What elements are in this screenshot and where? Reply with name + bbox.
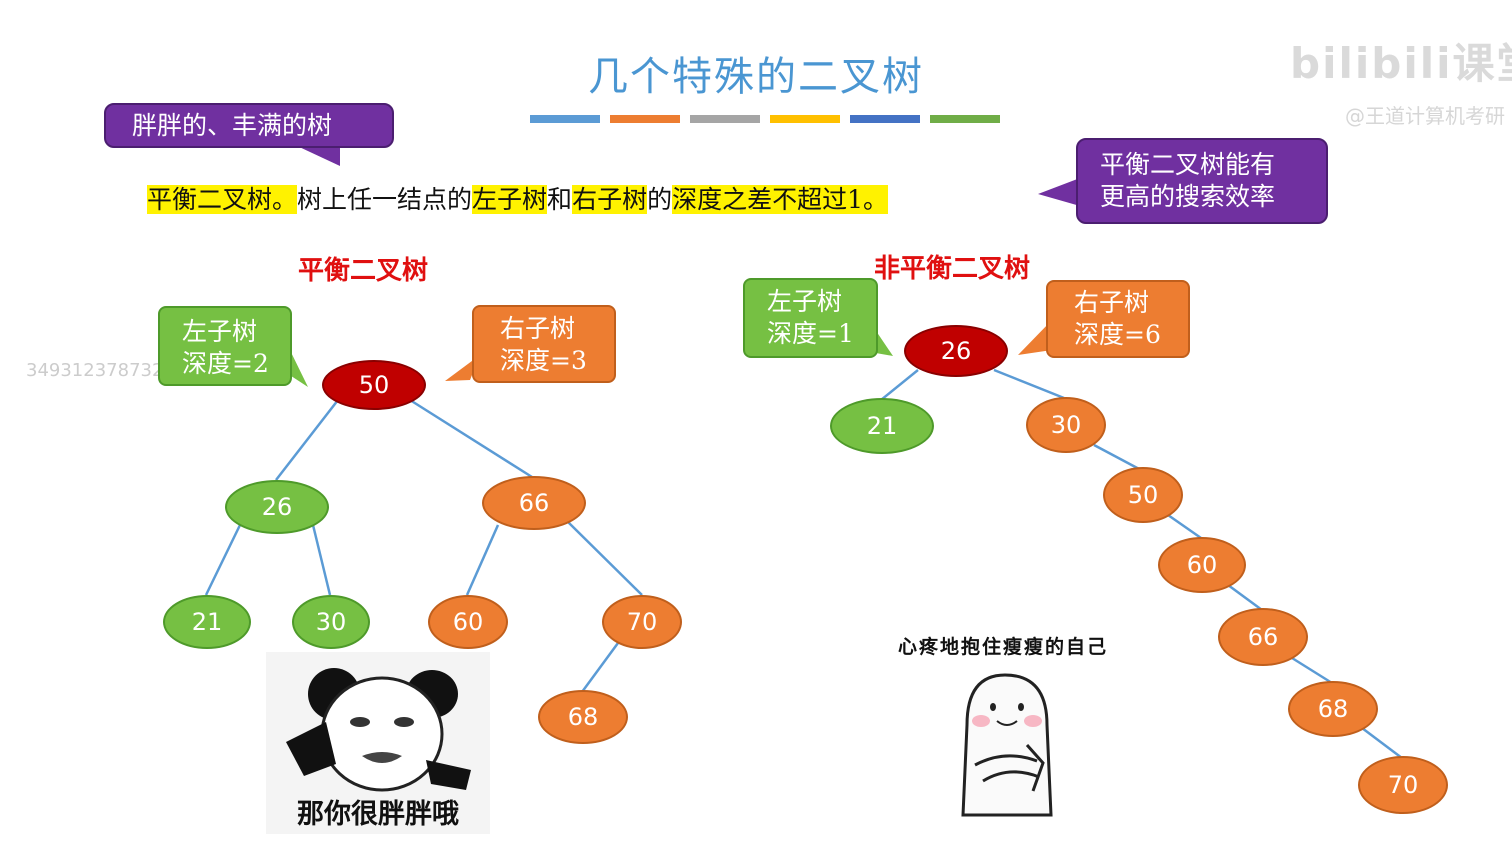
color-bar-5	[850, 115, 920, 123]
callout-tail-left	[295, 145, 340, 166]
balanced-node-60: 60	[428, 595, 508, 649]
color-bar-6	[930, 115, 1000, 123]
meme-hug-caption: 心疼地抱住瘦瘦的自己	[898, 636, 1109, 658]
callout-efficiency-line2: 更高的搜索效率	[1100, 182, 1276, 211]
edge-60-66	[1227, 583, 1263, 612]
edge-26-30	[311, 524, 332, 596]
edge-50-26	[275, 399, 339, 481]
balanced-node-21: 21	[163, 595, 251, 649]
unbalanced-node-root: 26	[904, 325, 1008, 377]
balanced-left-depth-line2: 深度=2	[182, 349, 269, 378]
page-title: 几个特殊的二叉树	[588, 54, 924, 100]
balanced-node-26: 26	[225, 480, 329, 534]
unbalanced-tree-label: 非平衡二叉树	[874, 254, 1031, 284]
watermark-brand: bilibili课堂	[1290, 39, 1512, 88]
panda-face-icon	[286, 668, 471, 792]
color-bar-3	[690, 115, 760, 123]
edge-50-66	[409, 398, 533, 479]
edge-70-68	[580, 642, 620, 693]
edge-26-21-u	[880, 369, 919, 401]
color-bar-4	[770, 115, 840, 123]
def-term: 平衡二叉树。	[147, 185, 298, 214]
balanced-right-depth-line2: 深度=3	[500, 346, 587, 375]
balanced-node-68: 68	[538, 690, 628, 744]
edge-66-60	[465, 524, 500, 596]
callout-chubby-tree: 胖胖的、丰满的树	[104, 103, 394, 148]
tail-right-depth-unbalanced	[1018, 320, 1052, 355]
color-bar-1	[530, 115, 600, 123]
hugging-ghost-icon	[961, 673, 1053, 817]
def-and: 和	[547, 185, 573, 214]
def-left-subtree: 左子树	[472, 185, 548, 214]
unbalanced-left-depth-line2: 深度=1	[767, 319, 854, 348]
edge-66-70	[567, 521, 643, 596]
callout-search-efficiency: 平衡二叉树能有 更高的搜索效率	[1076, 138, 1328, 224]
balanced-node-30: 30	[292, 595, 370, 649]
balanced-left-depth-box: 左子树 深度=2	[158, 306, 292, 386]
unbalanced-right-depth-line2: 深度=6	[1074, 320, 1161, 349]
callout-efficiency-line1: 平衡二叉树能有	[1100, 150, 1276, 179]
meme-hug	[905, 665, 1105, 825]
def-text-1: 树上任一结点的	[297, 185, 473, 214]
balanced-left-depth-line1: 左子树	[182, 317, 258, 346]
unbalanced-node-30: 30	[1026, 397, 1106, 453]
callout-tail-right	[1038, 178, 1080, 206]
edge-66-68	[1291, 656, 1333, 685]
unbalanced-left-depth-box: 左子树 深度=1	[743, 278, 878, 358]
balanced-node-70: 70	[602, 595, 682, 649]
def-right-subtree: 右子树	[572, 185, 648, 214]
balanced-node-66: 66	[482, 476, 586, 530]
unbalanced-node-66: 66	[1218, 608, 1308, 666]
unbalanced-node-21: 21	[830, 398, 934, 454]
unbalanced-node-60: 60	[1158, 537, 1246, 593]
unbalanced-node-70: 70	[1358, 756, 1448, 814]
balanced-tree-label: 平衡二叉树	[298, 256, 429, 286]
unbalanced-right-depth-line1: 右子树	[1074, 288, 1150, 317]
meme-panda-caption: 那你很胖胖哦	[297, 799, 459, 830]
edge-26-21	[204, 524, 242, 596]
edge-50-60	[1167, 513, 1202, 540]
balanced-right-depth-line1: 右子树	[500, 314, 576, 343]
unbalanced-right-depth-box: 右子树 深度=6	[1046, 280, 1190, 358]
watermark-sub: @王道计算机考研	[1345, 104, 1505, 128]
balanced-node-root: 50	[322, 360, 426, 410]
def-depth-diff: 深度之差不超过1。	[672, 185, 889, 214]
def-of: 的	[647, 185, 673, 214]
balanced-tree-definition: 平衡二叉树。树上任一结点的左子树和右子树的深度之差不超过1。	[147, 180, 889, 216]
callout-chubby-tree-text: 胖胖的、丰满的树	[132, 111, 333, 140]
unbalanced-node-68: 68	[1288, 681, 1378, 737]
edge-68-70	[1361, 727, 1403, 759]
unbalanced-left-depth-line1: 左子树	[767, 287, 843, 316]
watermark-id: 3493123787321	[26, 360, 175, 381]
balanced-right-depth-box: 右子树 深度=3	[472, 305, 616, 383]
meme-panda: 那你很胖胖哦	[266, 652, 490, 834]
edge-30-50	[1093, 443, 1142, 472]
edge-26-30-u	[993, 368, 1065, 400]
unbalanced-node-50: 50	[1103, 467, 1183, 523]
tail-right-depth-balanced	[445, 355, 480, 381]
color-bar-2	[610, 115, 680, 123]
